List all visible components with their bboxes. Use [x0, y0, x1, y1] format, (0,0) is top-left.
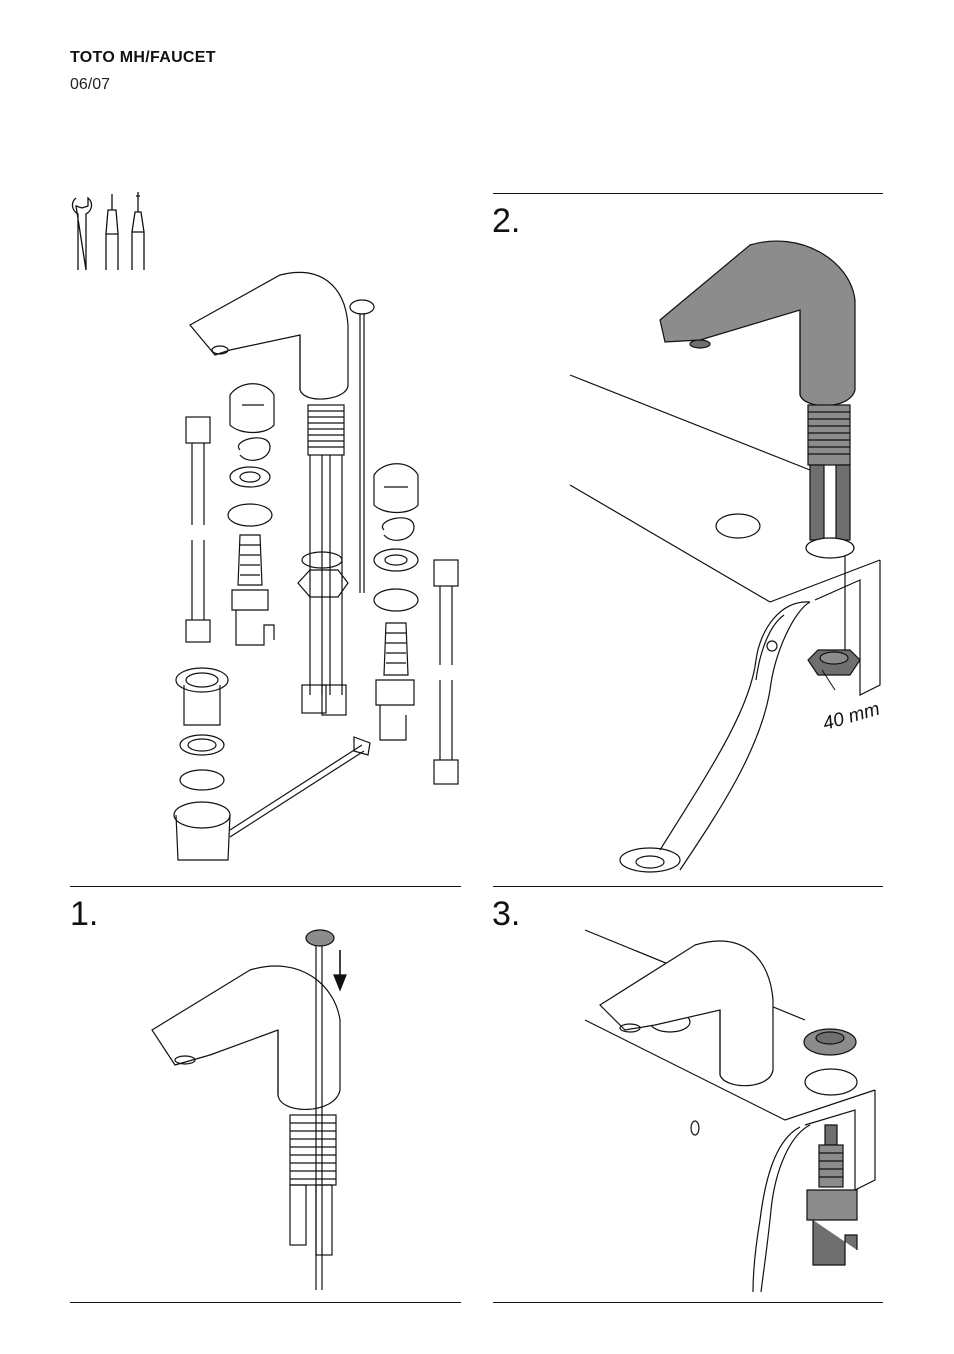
- left-handle-assembly: [228, 384, 274, 645]
- wrench-icon: [72, 198, 91, 270]
- pop-up-rod: [350, 300, 374, 593]
- rule-bottom-right: [493, 1302, 883, 1303]
- step-3-number: 3.: [492, 895, 520, 934]
- page-number: 06/07: [70, 76, 110, 94]
- step-1-illustration: [140, 920, 370, 1295]
- phillips-screwdriver-icon: [132, 192, 144, 270]
- step-2-illustration: 40 mm: [560, 230, 890, 875]
- rule-mid-left: [70, 886, 461, 887]
- document-title: TOTO MH/FAUCET: [70, 49, 216, 67]
- step-2-number: 2.: [492, 202, 520, 241]
- left-supply-hose: [186, 417, 210, 642]
- faucet-spout: [190, 272, 348, 715]
- rule-mid-right: [493, 886, 883, 887]
- flat-screwdriver-icon: [106, 194, 118, 270]
- dimension-label: 40 mm: [821, 699, 883, 735]
- right-handle-assembly: [374, 464, 418, 740]
- exploded-parts-illustration: [170, 265, 470, 875]
- rule-bottom-left: [70, 1302, 461, 1303]
- tools-illustration: [66, 190, 161, 275]
- step-1-number: 1.: [70, 895, 98, 934]
- step-3-illustration: [575, 920, 885, 1295]
- drain-assembly: [174, 668, 370, 860]
- faucet-body-shaded: [660, 241, 860, 675]
- rule-top-right: [493, 193, 883, 194]
- valve-cartridge-shaded: [807, 1125, 857, 1265]
- right-supply-hose: [434, 560, 458, 784]
